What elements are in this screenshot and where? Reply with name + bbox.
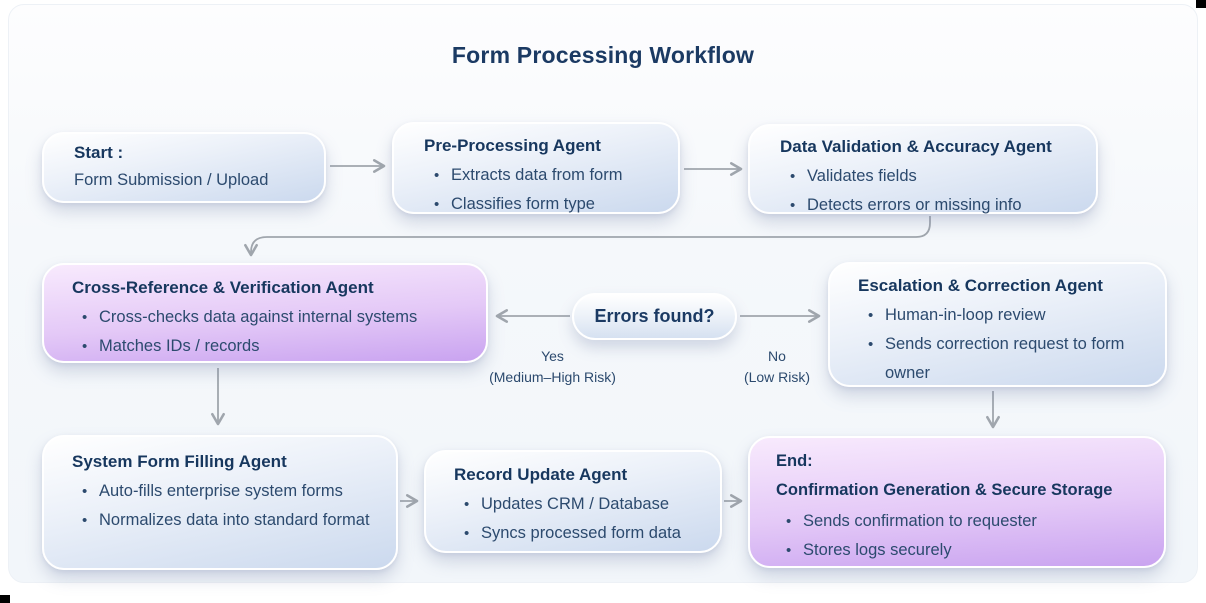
node-end-title: End: (776, 452, 813, 470)
node-record-title: Record Update Agent (454, 465, 628, 484)
bullet-item: Classifies form type (424, 190, 664, 219)
node-start: Start : Form Submission / Upload (42, 132, 326, 203)
decision-errors-found: Errors found? (572, 293, 737, 340)
node-escalation-bullets: Human-in-loop review Sends correction re… (858, 301, 1151, 388)
decision-label: Errors found? (594, 306, 715, 326)
edge-label-no-line2: (Low Risk) (743, 369, 811, 385)
page-title: Form Processing Workflow (451, 42, 755, 68)
node-end: End: Confirmation Generation & Secure St… (748, 436, 1166, 568)
node-end-bullets: Sends confirmation to requester Stores l… (776, 507, 1150, 565)
bullet-item: Human-in-loop review (858, 301, 1151, 330)
node-validation-bullets: Validates fields Detects errors or missi… (780, 162, 1082, 220)
edge-label-no-line1: No (768, 348, 786, 364)
node-preprocessing-title: Pre-Processing Agent (424, 136, 601, 155)
node-crossref-bullets: Cross-checks data against internal syste… (72, 303, 472, 361)
node-preprocessing: Pre-Processing Agent Extracts data from … (392, 122, 680, 219)
edge-label-yes-line1: Yes (541, 348, 564, 364)
screenshot-artifact (0, 595, 10, 603)
node-crossref-title: Cross-Reference & Verification Agent (72, 278, 374, 297)
edge-label-yes-line2: (Medium–High Risk) (489, 369, 616, 385)
bullet-item: Normalizes data into standard format (72, 506, 382, 535)
node-start-subtitle: Form Submission / Upload (74, 171, 269, 189)
edge-label-no: No (Low Risk) (712, 346, 842, 388)
node-escalation: Escalation & Correction Agent Human-in-l… (828, 262, 1167, 387)
node-end-subtitle: Confirmation Generation & Secure Storage (776, 481, 1113, 499)
node-validation: Data Validation & Accuracy Agent Validat… (748, 124, 1098, 220)
node-start-title: Start : (74, 143, 124, 162)
bullet-item: Auto-fills enterprise system forms (72, 477, 382, 506)
bullet-item: Stores logs securely (776, 536, 1150, 565)
bullet-item: Matches IDs / records (72, 332, 472, 361)
screenshot-artifact (1196, 0, 1206, 8)
bullet-item: Extracts data from form (424, 161, 664, 190)
node-record-bullets: Updates CRM / Database Syncs processed f… (454, 490, 706, 548)
node-sysform-bullets: Auto-fills enterprise system forms Norma… (72, 477, 382, 535)
node-record: Record Update Agent Updates CRM / Databa… (424, 450, 722, 553)
node-sysform: System Form Filling Agent Auto-fills ent… (42, 435, 398, 570)
bullet-item: Sends correction request to form owner (858, 330, 1151, 388)
edge-label-yes: Yes (Medium–High Risk) (455, 346, 650, 388)
bullet-item: Cross-checks data against internal syste… (72, 303, 472, 332)
bullet-item: Detects errors or missing info (780, 191, 1082, 220)
node-validation-title: Data Validation & Accuracy Agent (780, 137, 1052, 156)
node-escalation-title: Escalation & Correction Agent (858, 276, 1103, 295)
node-sysform-title: System Form Filling Agent (72, 452, 287, 471)
bullet-item: Sends confirmation to requester (776, 507, 1150, 536)
node-preprocessing-bullets: Extracts data from form Classifies form … (424, 161, 664, 219)
bullet-item: Updates CRM / Database (454, 490, 706, 519)
bullet-item: Validates fields (780, 162, 1082, 191)
bullet-item: Syncs processed form data (454, 519, 706, 548)
node-crossref: Cross-Reference & Verification Agent Cro… (42, 263, 488, 363)
